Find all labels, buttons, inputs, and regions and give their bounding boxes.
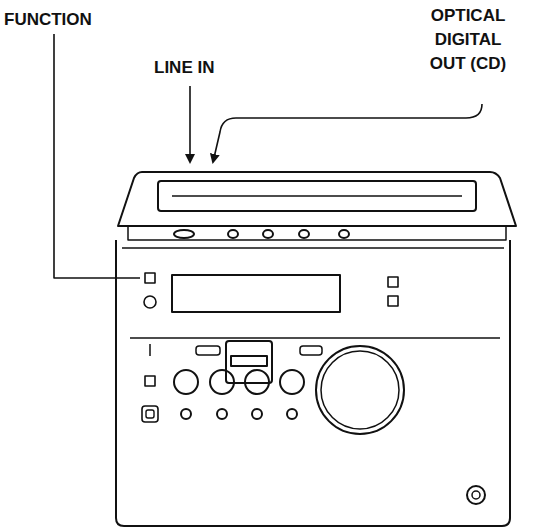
callout-label: OPTICAL DIGITAL OUT (CD): [416, 4, 520, 76]
function-button: [145, 273, 155, 283]
leader-line: [54, 34, 140, 278]
callout-label: LINE IN: [154, 56, 214, 80]
callout-label: FUNCTION: [4, 8, 92, 32]
leader-arrow: [213, 104, 482, 162]
cd-lid: [158, 181, 476, 211]
display: [172, 275, 340, 312]
body-outline: [116, 240, 510, 526]
lid-outline: [118, 172, 516, 226]
leader-arrow: [189, 86, 191, 162]
